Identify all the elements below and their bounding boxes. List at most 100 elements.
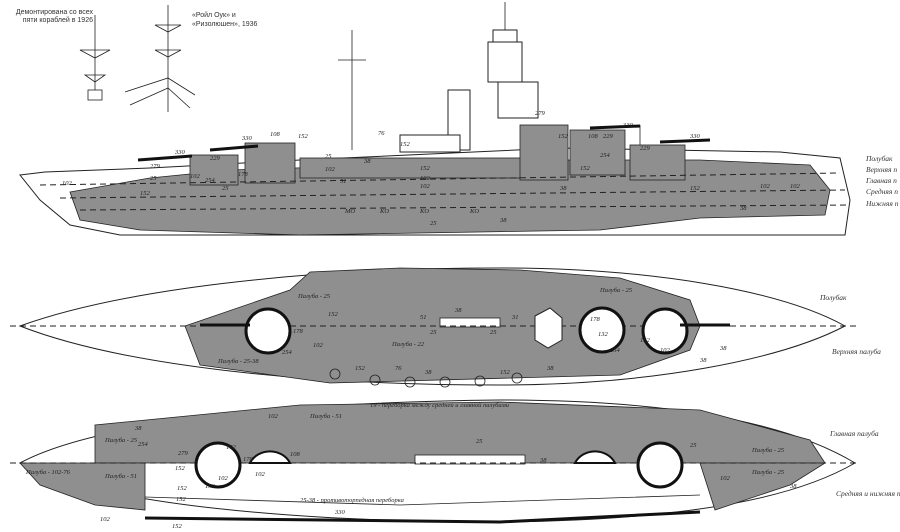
- plan-upper-secondary-guns: [329, 368, 523, 388]
- armor-thickness-label: 152: [177, 485, 188, 492]
- deck-label-middle: Средняя п: [866, 187, 898, 196]
- armor-thickness-label: MO: [344, 208, 355, 215]
- armor-thickness-label: 25: [150, 175, 157, 182]
- side-main-deck-line: [59, 189, 846, 199]
- armor-thickness-label: 51: [340, 178, 347, 185]
- deck-label-main-plan: Главная палуба: [829, 429, 879, 438]
- side-turrets: [137, 124, 711, 186]
- armor-thickness-label: 38: [739, 205, 747, 212]
- svg-text:пяти кораблей в 1926: пяти кораблей в 1926: [23, 16, 93, 24]
- svg-text:«Ризолюшен», 1936: «Ризолюшен», 1936: [192, 21, 258, 28]
- armor-thickness-label: 152: [580, 165, 591, 172]
- armor-thickness-label: 25: [325, 153, 332, 160]
- armor-thickness-label: 38: [454, 307, 462, 314]
- armor-thickness-label: 76: [378, 130, 385, 137]
- armor-thickness-label: 152: [298, 133, 309, 140]
- armor-thickness-label: 102: [313, 342, 324, 349]
- armor-thickness-label: 152: [328, 311, 339, 318]
- armor-thickness-label: KO: [469, 208, 479, 215]
- armor-thickness-label: 76: [395, 365, 402, 372]
- armor-thickness-label: 152: [175, 465, 186, 472]
- armor-thickness-label: KO: [379, 208, 389, 215]
- armor-thickness-label: 178: [238, 171, 249, 178]
- plan-lower-view: Главная палуба Средняя и нижняя палубы П…: [10, 399, 900, 530]
- caption-mast-removed: Демонтирована со всех пяти кораблей в 19…: [16, 9, 94, 24]
- armor-thickness-label: 229: [603, 133, 614, 140]
- bulkhead-note: 19 - переборка между средней и главной п…: [370, 402, 510, 409]
- armor-thickness-label: 102: [420, 183, 431, 190]
- zone-label: Палуба - 25: [599, 287, 633, 294]
- svg-text:Демонтирована со всех: Демонтирована со всех: [16, 9, 94, 16]
- armor-thickness-label: 38: [424, 369, 432, 376]
- armor-thickness-label: 38: [699, 357, 707, 364]
- armor-thickness-label: 254: [600, 152, 611, 159]
- deck-label-main: Главная п: [865, 176, 897, 185]
- armor-thickness-label: 330: [334, 509, 346, 516]
- plan-lower-armor-values: 1023825427910217810815210215215215210215…: [100, 413, 797, 530]
- armor-thickness-label: 330: [174, 149, 186, 156]
- armor-thickness-label: 152: [500, 369, 511, 376]
- armor-thickness-label: 102: [720, 475, 731, 482]
- armor-thickness-label: 152: [558, 133, 569, 140]
- armor-thickness-label: 254: [205, 177, 216, 184]
- armor-thickness-label: 25: [476, 438, 483, 445]
- armor-thickness-label: 102: [226, 444, 237, 451]
- armor-thickness-label: 178: [293, 328, 304, 335]
- zone-label: Палуба - 51: [104, 473, 137, 480]
- deck-label-upper: Верхняя п: [866, 165, 897, 174]
- armor-thickness-label: 25: [222, 185, 229, 192]
- armor-thickness-label: 38: [546, 365, 554, 372]
- plan-lower-barbettes: [144, 441, 701, 524]
- armor-thickness-label: 152: [420, 165, 431, 172]
- armor-thickness-label: 25: [430, 220, 437, 227]
- armor-thickness-label: 108: [290, 451, 301, 458]
- armor-thickness-label: 254: [138, 441, 149, 448]
- armor-thickness-label: 279: [150, 163, 161, 170]
- armor-thickness-label: 25: [490, 329, 497, 336]
- armor-thickness-label: 152: [140, 190, 151, 197]
- side-view: Полубак Верхняя п Главная п Средняя п Ни…: [19, 2, 899, 236]
- armor-thickness-label: 229: [210, 155, 221, 162]
- armor-thickness-label: 152: [205, 483, 216, 490]
- armor-thickness-label: 152: [640, 337, 651, 344]
- armor-thickness-label: 152: [355, 365, 366, 372]
- armor-thickness-label: 102: [760, 183, 771, 190]
- armor-thickness-label: 330: [622, 122, 634, 129]
- torpedo-bulkhead-note: 25-38 - противоторпедная переборка: [300, 497, 404, 504]
- armor-thickness-label: 102: [790, 183, 801, 190]
- zone-label: Палуба - 25: [751, 469, 785, 476]
- armor-thickness-label: 102: [62, 180, 73, 187]
- armor-thickness-label: 254: [282, 349, 293, 356]
- armor-thickness-label: 330: [689, 133, 701, 140]
- plan-upper-hatch: [439, 317, 501, 328]
- side-upper-deck-line: [39, 172, 841, 186]
- zone-label: Палуба - 22: [391, 341, 425, 348]
- zone-label: Палуба - 25: [751, 447, 785, 454]
- armor-thickness-label: 38: [363, 158, 371, 165]
- deck-label-forecastle: Полубак: [865, 154, 893, 163]
- armor-thickness-label: 38: [539, 457, 547, 464]
- armor-thickness-label: 279: [535, 110, 546, 117]
- plan-lower-armor-upper: [94, 401, 826, 464]
- armor-thickness-label: 178: [243, 456, 254, 463]
- armor-thickness-label: 102: [420, 175, 431, 182]
- armor-thickness-label: 25: [430, 329, 437, 336]
- deck-label-upper-plan: Верхняя палуба: [832, 347, 881, 356]
- armor-thickness-label: 254: [610, 347, 621, 354]
- armor-thickness-label: 152: [400, 141, 411, 148]
- zone-label: Палуба - 102-76: [25, 469, 71, 476]
- armor-thickness-label: 38: [499, 217, 507, 224]
- superstructure: [399, 29, 539, 153]
- svg-text:«Ройл Оук» и: «Ройл Оук» и: [192, 11, 236, 19]
- armor-thickness-label: 229: [640, 145, 651, 152]
- armor-thickness-label: 152: [176, 496, 187, 503]
- caption-mast-1936: «Ройл Оук» и «Ризолюшен», 1936: [192, 11, 258, 28]
- armor-thickness-label: 132: [598, 331, 609, 338]
- armor-thickness-label: 330: [241, 135, 253, 142]
- armor-thickness-label: 279: [178, 450, 189, 457]
- armor-thickness-label: 38: [719, 345, 727, 352]
- plan-upper-view: Полубак Верхняя палуба Палуба - 25 Палуб…: [10, 267, 881, 388]
